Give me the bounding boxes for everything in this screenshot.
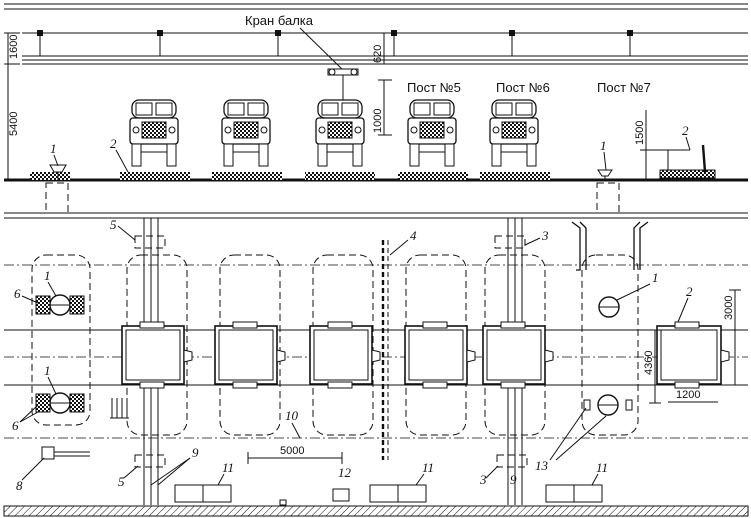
truck-front [315,99,365,167]
post-label-6: Пост №6 [496,80,550,95]
lift-plan [35,392,85,414]
callout-12: 12 [338,465,352,480]
truck-plan [482,321,554,389]
plan-view: 4360 3000 1200 5000 5 4 3 1 6 1 6 1 2 10… [3,217,749,517]
truck-front-views [129,99,539,167]
truck-plan [121,321,193,389]
callout-11: 11 [222,460,234,475]
post-label-7: Пост №7 [597,80,651,95]
callout-5: 5 [118,474,125,489]
dim-4360: 4360 [643,351,655,375]
truck-plan [309,321,381,389]
dim-5400: 5400 [8,112,20,136]
callout-2: 2 [110,136,117,151]
callout-1: 1 [652,270,659,285]
callout-5: 5 [110,217,117,232]
lift-plan [35,294,85,316]
callout-6: 6 [12,418,19,433]
callout-8: 8 [16,478,23,493]
dim-1200: 1200 [676,389,700,401]
lift-elevation [49,164,613,180]
callout-13: 13 [535,458,549,473]
cabinets [174,484,603,506]
truck-front [129,99,179,167]
truck-front [407,99,457,167]
dim-1500: 1500 [634,121,646,145]
dim-620: 620 [372,45,384,63]
lift-plan [583,394,633,416]
callout-10: 10 [285,408,299,423]
callout-1: 1 [44,363,51,378]
callout-2: 2 [686,284,693,299]
truck-plan [404,321,476,389]
truck-front [221,99,271,167]
bench [41,446,90,460]
callout-9: 9 [510,472,517,487]
elevation-view: Кран балка 1600 5400 620 1000 Пост №5 По… [4,3,748,214]
truck-plan [656,321,730,389]
truck-plan [214,321,286,389]
callout-2: 2 [682,123,689,138]
callout-9: 9 [192,445,199,460]
callout-3: 3 [479,472,487,487]
lift-plan [598,296,620,318]
crane-hoist [299,27,359,100]
dim-5000: 5000 [280,445,304,457]
coil-icon [110,398,129,419]
callout-3: 3 [541,228,549,243]
dim-1600: 1600 [8,35,20,59]
callout-1: 1 [44,268,51,283]
callout-6: 6 [14,286,21,301]
callout-4: 4 [410,228,417,243]
exhaust-hoses [571,221,649,271]
post-label-5: Пост №5 [407,80,461,95]
callout-1: 1 [600,138,607,153]
truck-front [489,99,539,167]
dim-3000: 3000 [723,296,735,320]
crane-label: Кран балка [245,13,314,28]
dim-1000: 1000 [372,109,384,133]
bottom-wall [3,505,749,517]
crane-beam-supports [37,30,633,56]
callout-11: 11 [422,460,434,475]
callout-1: 1 [50,141,57,156]
stand-elevation [650,144,716,179]
lift-pit [45,182,69,214]
callout-11: 11 [596,460,608,475]
lift-pit [596,182,620,214]
